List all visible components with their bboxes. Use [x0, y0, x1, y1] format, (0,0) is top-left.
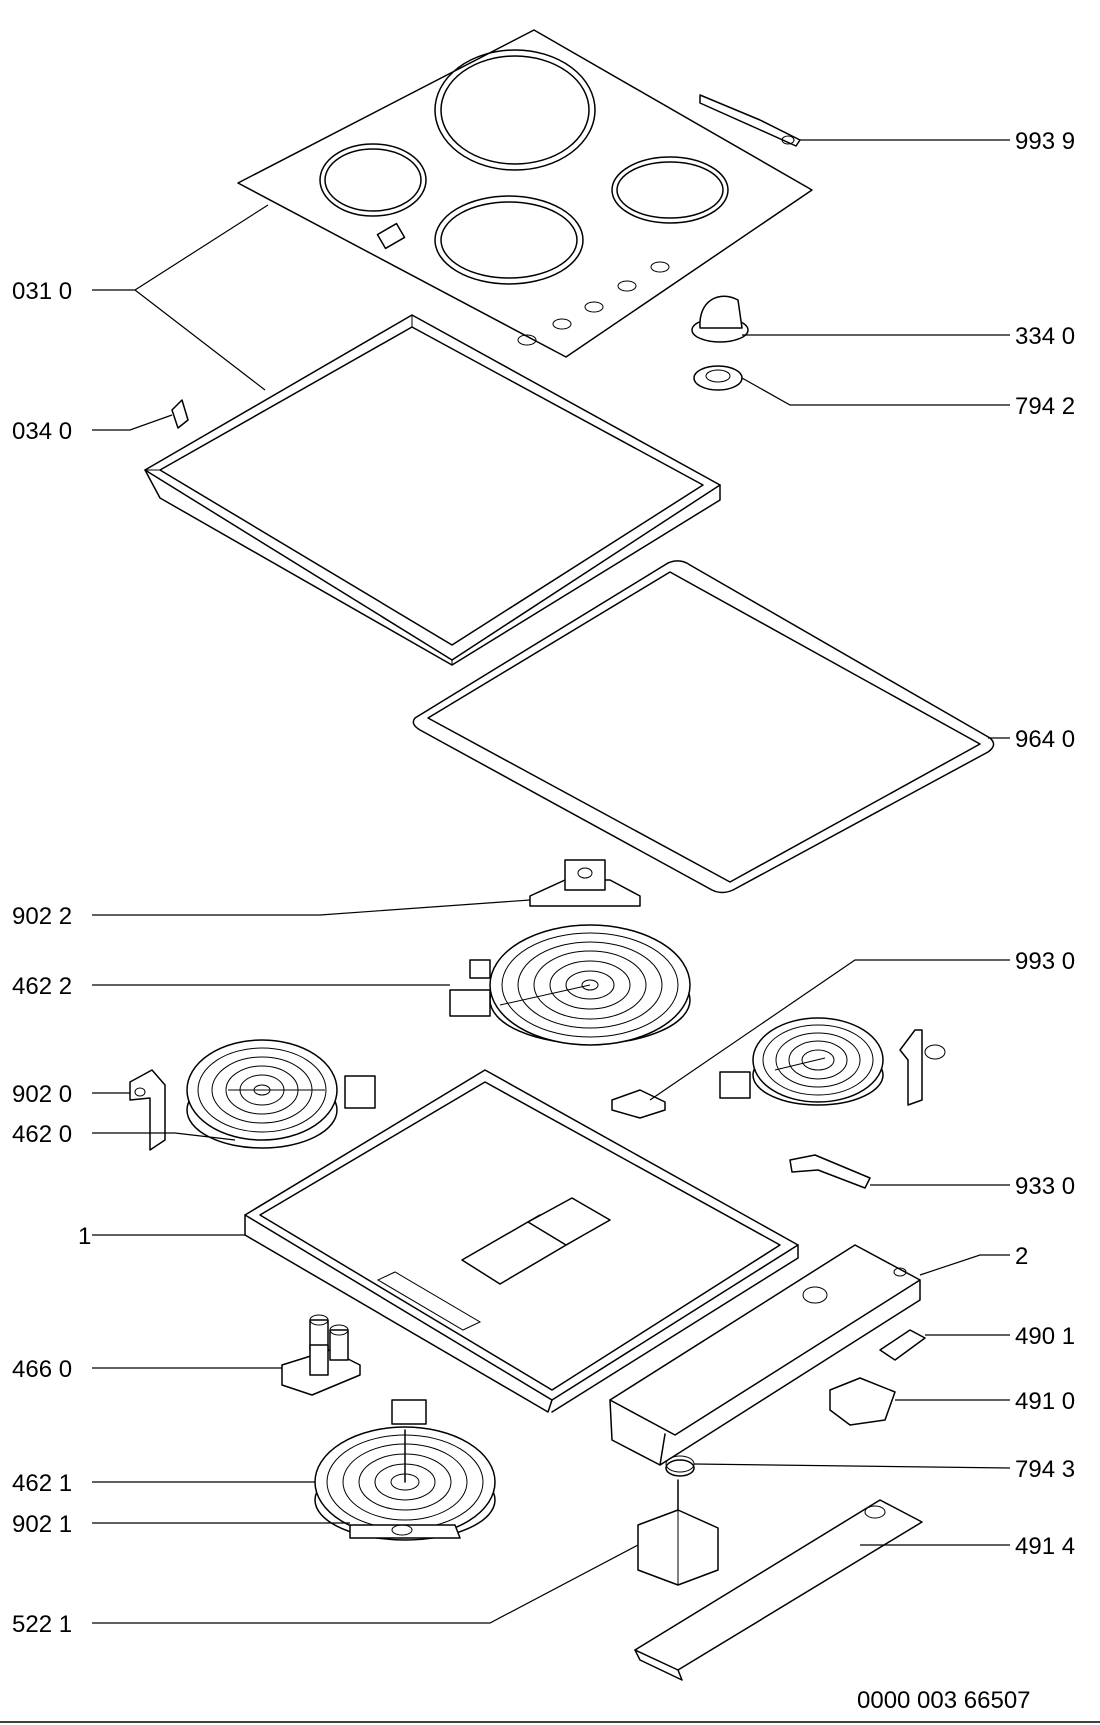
label-031-0: 031 0	[12, 278, 72, 305]
bottom-cover-strip	[634, 1499, 923, 1681]
clip-part	[171, 399, 189, 429]
label-334-0: 334 0	[1015, 323, 1075, 350]
label-490-1: 490 1	[1015, 1323, 1075, 1350]
label-462-2: 462 2	[12, 973, 72, 1000]
radiant-element-bottom	[314, 1399, 496, 1541]
knob-bezel	[693, 365, 743, 391]
label-794-3: 794 3	[1015, 1456, 1075, 1483]
label-1: 1	[78, 1223, 91, 1250]
element-bracket-left	[129, 1069, 166, 1151]
control-knob	[691, 295, 749, 343]
radiant-element-left	[186, 1039, 376, 1149]
label-902-1: 902 1	[12, 1511, 72, 1538]
bottom-tray	[244, 1069, 799, 1413]
label-2: 2	[1015, 1243, 1028, 1270]
label-491-4: 491 4	[1015, 1533, 1075, 1560]
control-housing	[609, 1244, 921, 1466]
label-993-9: 993 9	[1015, 128, 1075, 155]
connector-490	[879, 1329, 926, 1361]
element-bracket-bottom	[349, 1524, 461, 1539]
label-466-0: 466 0	[12, 1356, 72, 1383]
label-034-0: 034 0	[12, 418, 72, 445]
label-794-2: 794 2	[1015, 393, 1075, 420]
label-491-0: 491 0	[1015, 1388, 1075, 1415]
element-bracket-top	[529, 859, 641, 907]
radiant-element-large	[449, 924, 691, 1046]
label-902-0: 902 0	[12, 1081, 72, 1108]
document-number: 0000 003 66507	[857, 1687, 1031, 1714]
cooktop-frame	[144, 314, 721, 666]
glass-cooktop-plate	[237, 29, 813, 358]
switch-part	[789, 1154, 871, 1189]
top-bracket	[699, 94, 801, 147]
label-522-1: 522 1	[12, 1611, 72, 1638]
terminal-block	[829, 1377, 896, 1426]
label-964-0: 964 0	[1015, 726, 1075, 753]
fuse-holder	[281, 1314, 361, 1396]
label-462-0: 462 0	[12, 1121, 72, 1148]
sealing-gasket	[412, 560, 995, 894]
label-902-2: 902 2	[12, 903, 72, 930]
label-462-1: 462 1	[12, 1470, 72, 1497]
label-933-0: 933 0	[1015, 1173, 1075, 1200]
radiant-element-right	[719, 1017, 946, 1106]
label-993-0: 993 0	[1015, 948, 1075, 975]
leader-lines	[92, 139, 1011, 1624]
energy-regulator	[637, 1479, 719, 1586]
clip-center	[611, 1089, 666, 1119]
